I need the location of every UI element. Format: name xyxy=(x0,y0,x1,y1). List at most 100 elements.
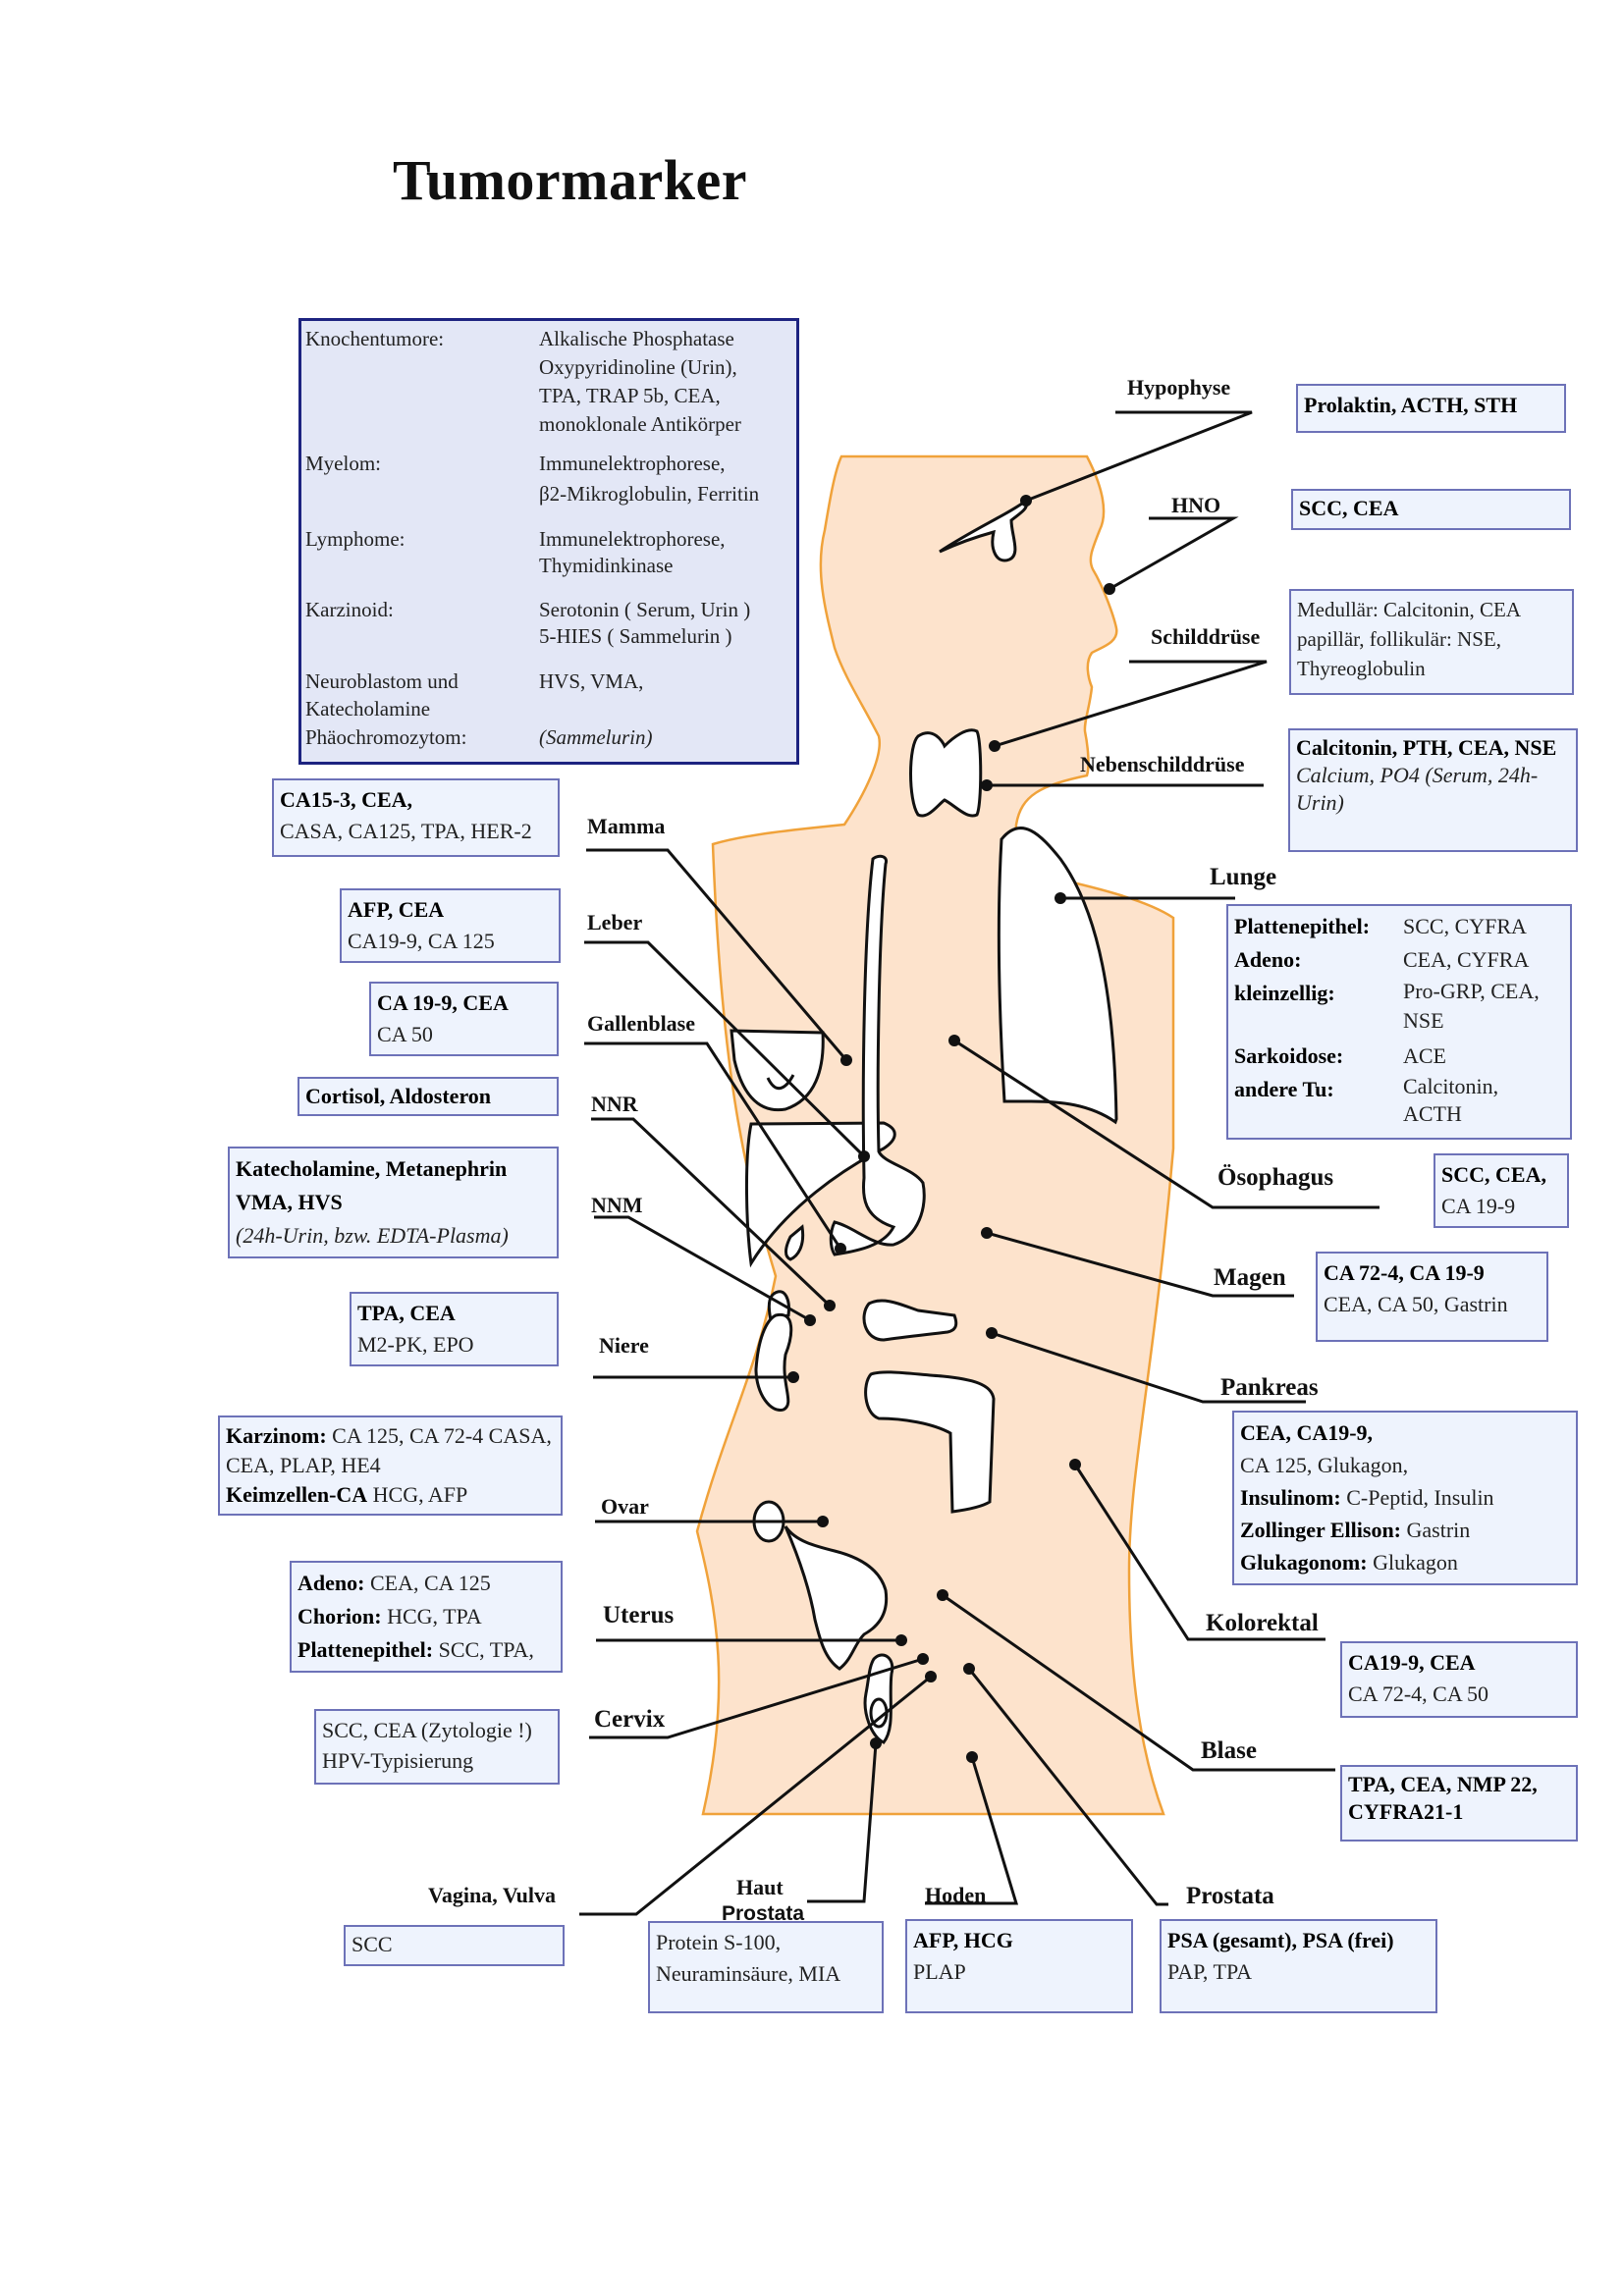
box-blase: TPA, CEA, NMP 22, CYFRA21-1 xyxy=(1340,1765,1578,1842)
row-key: Knochentumore: xyxy=(305,327,445,350)
row-value: β2-Mikroglobulin, Ferritin xyxy=(539,482,760,506)
label-nnm: NNM xyxy=(591,1193,643,1217)
row-value: SCC, CYFRA xyxy=(1403,914,1527,938)
row-key: Keimzellen-CA xyxy=(226,1482,368,1507)
marker-primary: CA19-9, CEA xyxy=(1348,1650,1476,1675)
marker-line: Thyreoglobulin xyxy=(1297,657,1426,680)
row-value: C-Peptid, Insulin xyxy=(1346,1485,1494,1510)
label-cervix: Cervix xyxy=(594,1706,666,1733)
marker-line: SCC, CEA (Zytologie !) xyxy=(322,1718,532,1742)
label-nebenschilddruese: Nebenschilddrüse xyxy=(1080,752,1245,776)
marker-primary: CA 19-9, CEA xyxy=(377,990,509,1015)
uterus-bladder-shape xyxy=(784,1525,889,1671)
box-kolorektal: CA19-9, CEA CA 72-4, CA 50 xyxy=(1340,1641,1578,1718)
row-key: Lymphome: xyxy=(305,527,406,551)
box-pankreas: CEA, CA19-9, CA 125, Glukagon, Insulinom… xyxy=(1232,1411,1578,1585)
row-key: andere Tu: xyxy=(1234,1077,1334,1101)
label-niere: Niere xyxy=(599,1333,649,1358)
row-value: Gastrin xyxy=(1406,1518,1471,1542)
marker-primary: Katecholamine, Metanephrin xyxy=(236,1156,508,1181)
marker-primary: CA 72-4, CA 19-9 xyxy=(1324,1260,1485,1285)
box-gallenblase: CA 19-9, CEA CA 50 xyxy=(369,982,559,1056)
marker-line: CASA, CA125, TPA, HER-2 xyxy=(280,819,532,843)
row-value: HCG, AFP xyxy=(372,1482,468,1507)
label-gallenblase: Gallenblase xyxy=(587,1011,696,1036)
row-value: Pro-GRP, CEA, NSE xyxy=(1403,979,1540,1033)
box-hypophyse: Prolaktin, ACTH, STH xyxy=(1296,384,1566,433)
row-key: Insulinom: xyxy=(1240,1485,1341,1510)
main-info-box: Knochentumore: Alkalische Phosphatase Ox… xyxy=(298,318,799,765)
row-value: Thymidinkinase xyxy=(539,554,674,577)
box-hno: SCC, CEA xyxy=(1291,489,1571,530)
marker-primary: AFP, CEA xyxy=(348,897,445,922)
row-key: Myelom: xyxy=(305,452,381,475)
marker-note: (24h-Urin, bzw. EDTA-Plasma) xyxy=(236,1223,509,1248)
row-value: SCC, TPA, xyxy=(438,1637,534,1662)
box-uterus: Adeno: CEA, CA 125 Chorion: HCG, TPA Pla… xyxy=(290,1561,563,1673)
row-value: (Sammelurin) xyxy=(539,725,653,749)
row-value: Alkalische Phosphatase xyxy=(539,327,734,350)
row-value: Glukagon xyxy=(1373,1550,1458,1575)
label-leber: Leber xyxy=(587,910,643,934)
marker-line: PLAP xyxy=(913,1959,966,1984)
row-key: Adeno: xyxy=(1234,947,1302,972)
esophagus-stomach-shape xyxy=(829,854,926,1256)
row-value: TPA, TRAP 5b, CEA, xyxy=(539,384,721,407)
marker-line: Neuraminsäure, MIA xyxy=(656,1961,841,1986)
row-key: Zollinger Ellison: xyxy=(1240,1518,1402,1542)
marker-line: CA 72-4, CA 50 xyxy=(1348,1682,1489,1706)
label-oesophagus: Ösophagus xyxy=(1217,1164,1334,1191)
marker-primary: Prolaktin, ACTH, STH xyxy=(1304,393,1518,417)
marker-primary: SCC, CEA, xyxy=(1441,1162,1546,1187)
label-pankreas: Pankreas xyxy=(1220,1374,1319,1401)
page-title: Tumormarker xyxy=(393,148,747,212)
row-value: HCG, TPA xyxy=(387,1604,482,1629)
label-hoden: Hoden xyxy=(925,1883,987,1907)
box-mamma: CA15-3, CEA, CASA, CA125, TPA, HER-2 xyxy=(272,778,560,857)
row-key: kleinzellig: xyxy=(1234,981,1335,1005)
label-lunge: Lunge xyxy=(1210,864,1277,890)
marker-primary: PSA (gesamt), PSA (frei) xyxy=(1167,1928,1394,1952)
marker-line: papillär, follikulär: NSE, xyxy=(1297,627,1501,651)
marker-line: CA 125, Glukagon, xyxy=(1240,1453,1409,1477)
box-cervix: SCC, CEA (Zytologie !) HPV-Typisierung xyxy=(314,1709,560,1785)
box-leber: AFP, CEA CA19-9, CA 125 xyxy=(340,888,561,963)
label-hypophyse: Hypophyse xyxy=(1127,375,1231,400)
pointer-lines xyxy=(579,410,1380,1916)
marker-primary: TPA, CEA, NMP 22, CYFRA21-1 xyxy=(1348,1772,1538,1824)
row-value: Oxypyridinoline (Urin), xyxy=(539,355,737,379)
label-prostata: Prostata xyxy=(1186,1883,1274,1909)
row-key: Neuroblastom und xyxy=(305,669,459,693)
marker-line: CA19-9, CA 125 xyxy=(348,929,495,953)
row-value: CA 125, CA 72-4 CASA, xyxy=(332,1423,552,1448)
pancreas-shape xyxy=(862,1299,958,1342)
row-value: Immunelektrophorese, xyxy=(539,452,726,475)
marker-primary: SCC, CEA xyxy=(1299,496,1399,520)
box-haut: Protein S-100, Neuraminsäure, MIA xyxy=(648,1921,884,2013)
row-key: Phäochromozytom: xyxy=(305,725,467,749)
row-value: CEA, PLAP, HE4 xyxy=(226,1453,381,1477)
label-hno: HNO xyxy=(1171,493,1221,517)
label-schilddruese: Schilddrüse xyxy=(1151,624,1261,649)
row-key: Karzinoid: xyxy=(305,598,394,621)
hypophyse-shape xyxy=(939,498,1029,562)
row-value: Serotonin ( Serum, Urin ) xyxy=(539,598,751,621)
label-prostata-overlay: Prostata xyxy=(722,1902,805,1925)
marker-line: SCC xyxy=(352,1932,393,1956)
row-key: Karzinom: xyxy=(226,1423,327,1448)
box-lunge: Plattenepithel:SCC, CYFRA Adeno:CEA, CYF… xyxy=(1226,904,1572,1140)
box-hoden: AFP, HCG PLAP xyxy=(905,1919,1133,2013)
label-nnr: NNR xyxy=(591,1092,638,1116)
row-value: ACE xyxy=(1403,1043,1446,1068)
body-silhouette xyxy=(695,454,1175,1816)
label-ovar: Ovar xyxy=(601,1494,649,1519)
label-kolorektal: Kolorektal xyxy=(1206,1610,1319,1636)
box-oesophagus: SCC, CEA, CA 19-9 xyxy=(1434,1153,1569,1228)
row-value: 5-HIES ( Sammelurin ) xyxy=(539,624,732,648)
label-magen: Magen xyxy=(1214,1264,1286,1291)
row-value: Immunelektrophorese, xyxy=(539,527,726,551)
marker-line: M2-PK, EPO xyxy=(357,1332,474,1357)
marker-line: HPV-Typisierung xyxy=(322,1748,474,1773)
marker-line: PAP, TPA xyxy=(1167,1959,1253,1984)
marker-primary: AFP, HCG xyxy=(913,1928,1013,1952)
